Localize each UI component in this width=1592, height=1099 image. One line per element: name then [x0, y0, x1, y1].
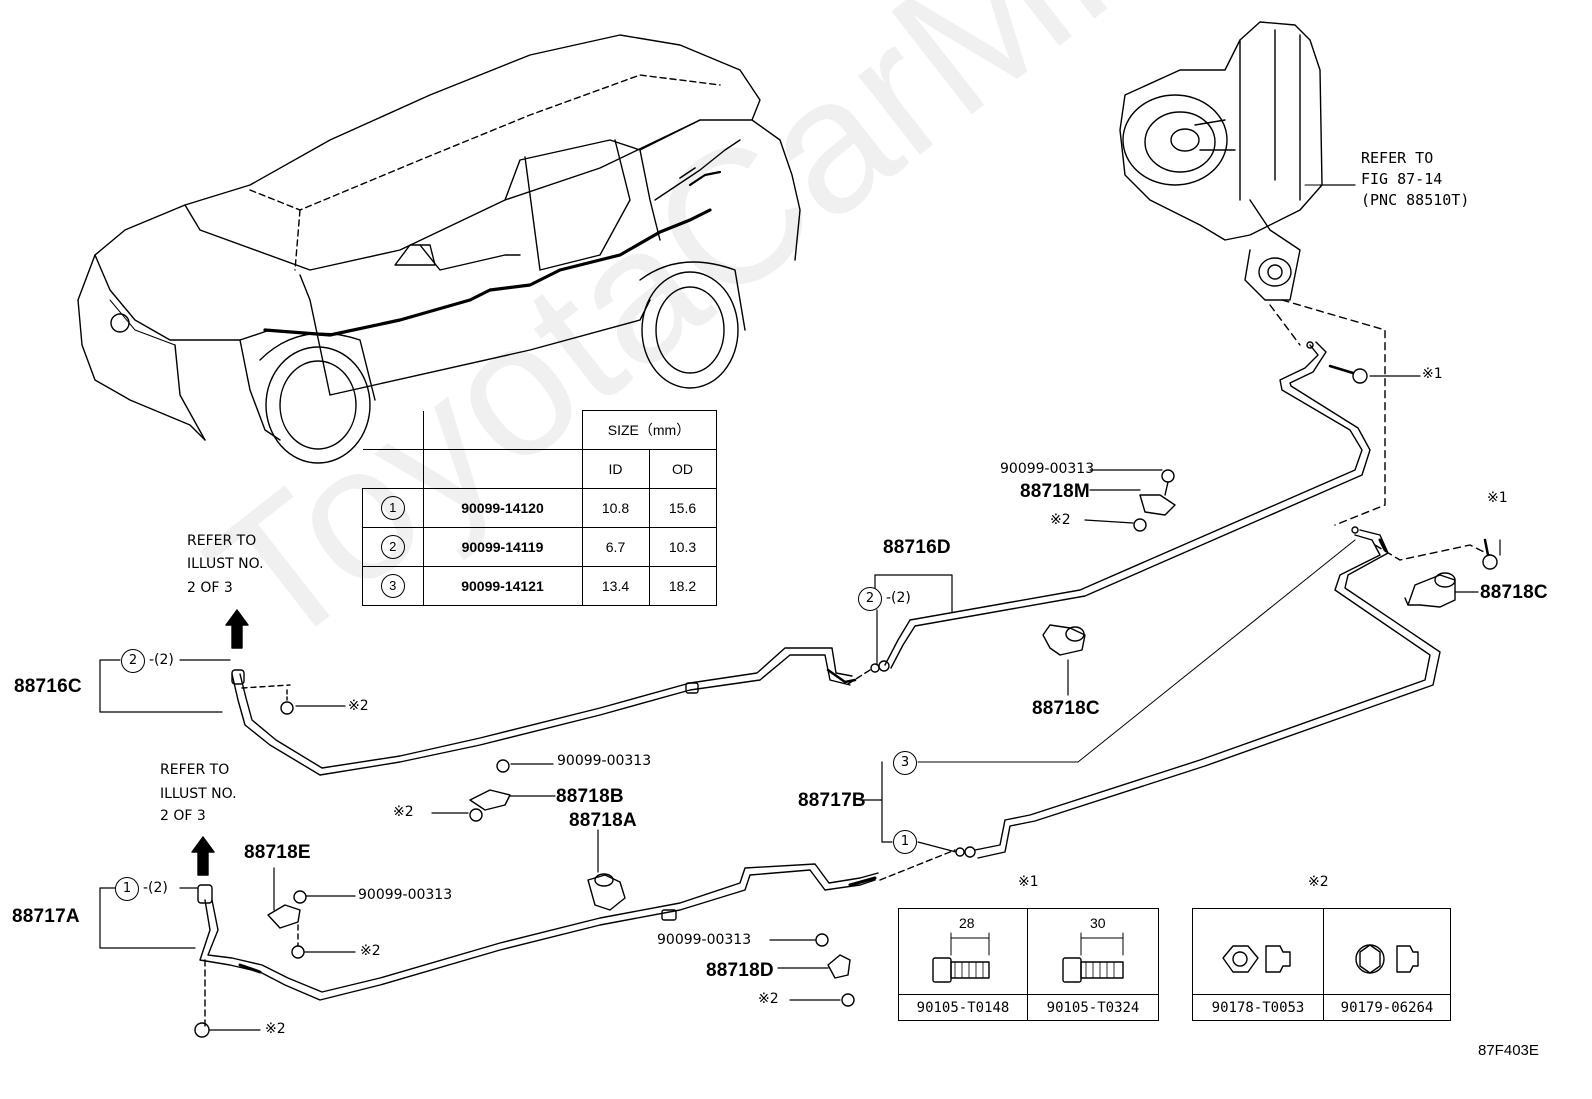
- refer-fig-line1: REFER TO: [1361, 149, 1434, 167]
- bolt-label[interactable]: 90099-00313: [657, 932, 752, 948]
- pipe-88716c: [231, 647, 871, 776]
- note-mark: ※2: [360, 943, 381, 959]
- leader-lines: [99, 184, 1501, 1031]
- row-od: 10.3: [648, 527, 717, 567]
- bolt-table-1-title: ※1: [1018, 874, 1039, 890]
- ring-callout-2: 2: [121, 649, 145, 673]
- bracket-88718e: [267, 890, 307, 959]
- row-part: 90099-14120: [422, 488, 583, 528]
- row-od: 18.2: [648, 566, 717, 606]
- part-label-88718d[interactable]: 88718D: [706, 960, 774, 981]
- row-number: 1: [380, 496, 405, 520]
- bolt-part: 90105-T0148: [898, 994, 1028, 1021]
- rear-ac-unit-illustration: [1119, 21, 1356, 301]
- pipe-88717b: [917, 526, 1441, 859]
- bolt-label[interactable]: 90099-00313: [358, 887, 453, 903]
- fasteners: [194, 364, 1498, 1038]
- refer-illust-2-line1: REFER TO: [160, 762, 230, 778]
- hidden-line: [1281, 299, 1386, 526]
- part-label-88718a[interactable]: 88718A: [569, 810, 637, 831]
- id-header: ID: [581, 449, 650, 489]
- ring-callout-3: 3: [893, 751, 917, 775]
- row-part: 90099-14119: [422, 527, 583, 567]
- row-id: 6.7: [581, 527, 650, 567]
- bracket-88718m: [1133, 469, 1176, 532]
- bracket-88718d: [815, 933, 855, 1007]
- bolt-label[interactable]: 90099-00313: [1000, 461, 1095, 477]
- row-number: 2: [380, 535, 405, 559]
- bracket-88718c-right: [1404, 572, 1456, 608]
- bracket-88718b: [469, 759, 511, 822]
- size-table: SIZE（mm） ID OD 1 90099-14120 10.8 15.6 2…: [362, 410, 717, 606]
- note-mark: ※2: [1050, 512, 1071, 528]
- table-row: 3 90099-14121 13.4 18.2: [362, 566, 717, 606]
- note-mark: ※1: [1422, 366, 1443, 382]
- note-mark: ※1: [1487, 490, 1508, 506]
- refer-illust-1-line2: ILLUST NO.: [187, 556, 264, 572]
- dim-label: 30: [1090, 915, 1106, 931]
- part-label-88717a[interactable]: 88717A: [12, 906, 80, 927]
- note-mark: ※2: [265, 1021, 286, 1037]
- row-id: 13.4: [581, 566, 650, 606]
- dim-label: 28: [959, 915, 975, 931]
- up-arrow-icon: [191, 836, 215, 876]
- ring-callout-2: 2: [858, 587, 882, 611]
- row-od: 15.6: [648, 488, 717, 528]
- pipe-88716d: [870, 341, 1371, 673]
- note-mark: ※2: [393, 804, 414, 820]
- row-id: 10.8: [581, 488, 650, 528]
- figure-code: 87F403E: [1478, 1042, 1539, 1059]
- bolt-table-2-title: ※2: [1308, 874, 1329, 890]
- size-header: SIZE（mm）: [581, 410, 717, 450]
- nut-part: 90179-06264: [1323, 994, 1451, 1021]
- up-arrow-icon: [225, 609, 249, 649]
- row-number: 3: [380, 574, 405, 598]
- part-label-88716c[interactable]: 88716C: [14, 676, 82, 697]
- pipe-88717a: [197, 849, 956, 1031]
- ring-callout-1: 1: [115, 877, 139, 901]
- ring-qty: -(2): [886, 590, 911, 606]
- bolt-part: 90105-T0324: [1027, 994, 1159, 1021]
- part-label-88716d[interactable]: 88716D: [883, 537, 951, 558]
- part-label-88718m[interactable]: 88718M: [1020, 481, 1090, 502]
- part-label-88718c-right[interactable]: 88718C: [1480, 582, 1548, 603]
- part-label-88718c-mid[interactable]: 88718C: [1032, 698, 1100, 719]
- refer-illust-1-line1: REFER TO: [187, 533, 257, 549]
- bolt-label[interactable]: 90099-00313: [557, 753, 652, 769]
- od-header: OD: [648, 449, 717, 489]
- hidden-line: [1374, 544, 1491, 561]
- bolt-table-1: 28 30 90105-T0148 90105-T0324: [898, 908, 1159, 1021]
- bracket-88718c-mid: [1042, 624, 1086, 656]
- row-part: 90099-14121: [422, 566, 583, 606]
- refer-illust-2-line2: ILLUST NO.: [160, 786, 237, 802]
- nut-part: 90178-T0053: [1192, 994, 1324, 1021]
- refer-fig-line3: (PNC 88510T): [1361, 191, 1470, 209]
- note-mark: ※2: [758, 991, 779, 1007]
- part-label-88718e[interactable]: 88718E: [244, 842, 311, 863]
- ring-qty: -(2): [149, 652, 174, 668]
- refer-fig-line2: FIG 87-14: [1361, 170, 1443, 188]
- ring-qty: -(2): [143, 880, 168, 896]
- vehicle-illustration: [77, 34, 801, 464]
- refer-illust-2-line3: 2 OF 3: [160, 808, 206, 824]
- part-label-88718b[interactable]: 88718B: [556, 786, 624, 807]
- bolt-table-2: 90178-T0053 90179-06264: [1192, 908, 1451, 1021]
- part-label-88717b[interactable]: 88717B: [798, 790, 866, 811]
- note-mark: ※2: [348, 698, 369, 714]
- hidden-line: [1269, 304, 1301, 346]
- bracket-88718a: [587, 873, 626, 911]
- refer-illust-1-line3: 2 OF 3: [187, 580, 233, 596]
- table-row: 2 90099-14119 6.7 10.3: [362, 527, 717, 567]
- ring-callout-1: 1: [893, 830, 917, 854]
- table-row: 1 90099-14120 10.8 15.6: [362, 488, 717, 528]
